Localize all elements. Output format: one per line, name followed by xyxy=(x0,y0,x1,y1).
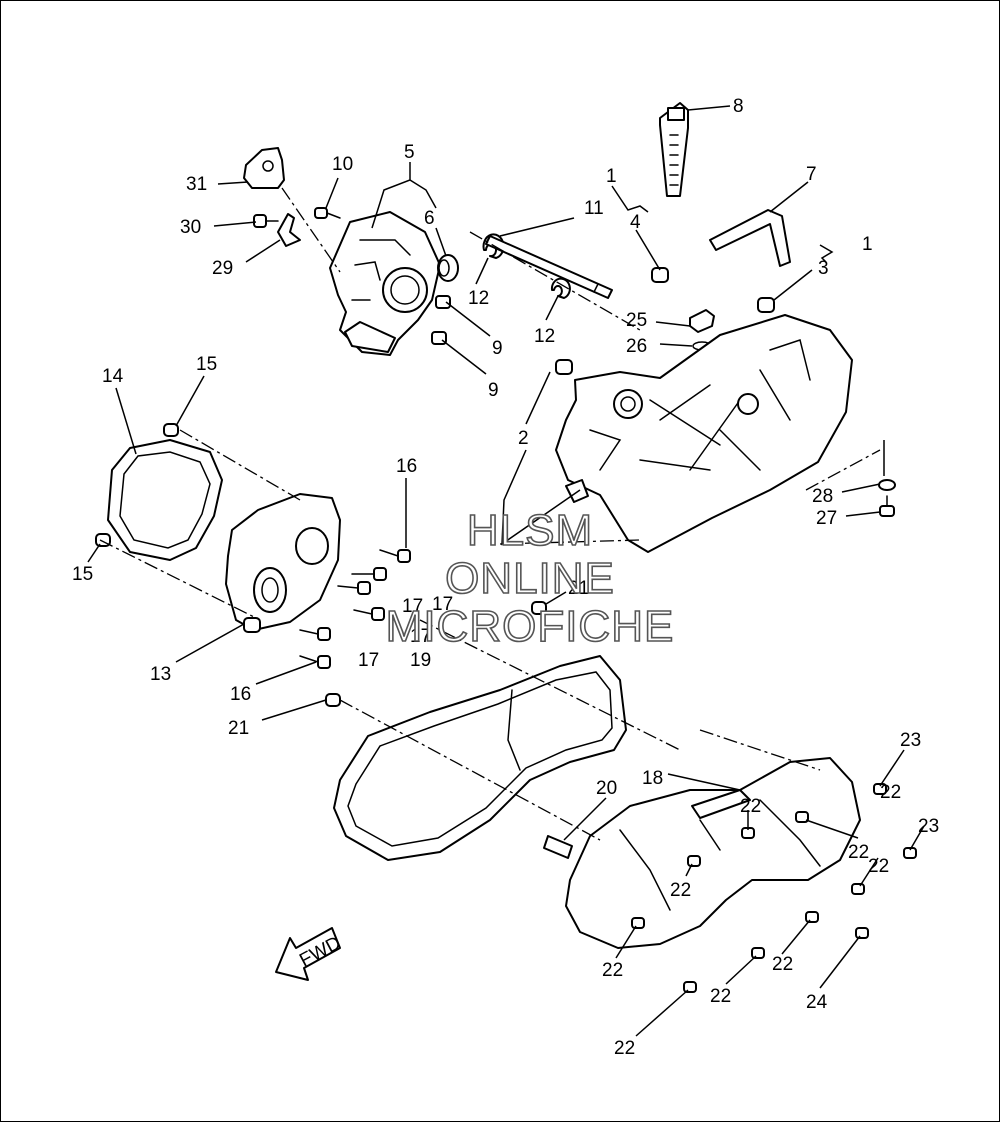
callout-13: 13 xyxy=(150,664,171,685)
callout-15: 15 xyxy=(72,564,93,585)
part-5-housing xyxy=(329,211,441,356)
callout-22: 22 xyxy=(880,782,901,803)
callout-16: 16 xyxy=(230,684,251,705)
callout-24: 24 xyxy=(806,992,828,1013)
part-19-gasket xyxy=(333,655,627,861)
part-22-23-bolts xyxy=(631,783,917,993)
part-31-plate xyxy=(243,147,285,189)
callout-3: 3 xyxy=(818,258,829,279)
part-21-dowel-b xyxy=(531,601,547,615)
part-17-bolt-a xyxy=(351,567,387,581)
callout-17: 17 xyxy=(402,596,423,617)
part-30-bolt xyxy=(253,214,279,228)
callout-8: 8 xyxy=(733,96,744,117)
part-29-clip xyxy=(277,213,301,247)
part-16-bolt-a xyxy=(379,549,411,563)
callout-21: 21 xyxy=(228,718,249,739)
callout-1: 1 xyxy=(862,234,873,255)
part-11-shaft xyxy=(485,235,613,299)
part-17-bolt-c xyxy=(353,607,385,621)
callout-4: 4 xyxy=(630,212,641,233)
callout-15: 15 xyxy=(196,354,217,375)
part-6-bearing xyxy=(437,254,459,282)
callout-22: 22 xyxy=(848,842,869,863)
callout-26: 26 xyxy=(626,336,647,357)
callout-28: 28 xyxy=(812,486,833,507)
callout-labels: 8 7 1 4 1 3 31 10 5 6 11 30 29 12 12 9 9… xyxy=(72,96,939,1059)
callout-23: 23 xyxy=(900,730,921,751)
callout-22: 22 xyxy=(772,954,793,975)
part-16-bolt-b xyxy=(299,655,331,669)
callout-23: 23 xyxy=(918,816,939,837)
callout-22: 22 xyxy=(614,1038,635,1059)
callout-2: 2 xyxy=(518,428,529,449)
callout-18: 18 xyxy=(642,768,663,789)
part-27-bolt xyxy=(879,495,895,517)
callout-30: 30 xyxy=(180,217,201,238)
watermark-line-3: MICROFICHE xyxy=(385,601,675,652)
callout-14: 14 xyxy=(102,366,124,387)
part-17-bolt-b xyxy=(337,581,371,595)
callout-17: 17 xyxy=(432,594,453,615)
part-9-bush-a xyxy=(435,295,451,309)
callout-21: 21 xyxy=(568,578,589,599)
part-4-dowel xyxy=(651,267,669,283)
alignment-lines xyxy=(99,187,881,841)
callout-5: 5 xyxy=(404,142,415,163)
part-10-bolt xyxy=(314,207,341,219)
callout-17: 17 xyxy=(358,650,379,671)
callout-6: 6 xyxy=(424,208,435,229)
part-7-hose xyxy=(709,209,791,267)
callout-29: 29 xyxy=(212,258,233,279)
callout-7: 7 xyxy=(806,164,817,185)
fwd-arrow: FWD xyxy=(275,927,344,981)
part-24-outer-cover xyxy=(565,757,861,949)
callout-27: 27 xyxy=(816,508,837,529)
callout-11: 11 xyxy=(584,198,604,219)
callout-25: 25 xyxy=(626,310,647,331)
watermark-line-2: ONLINE xyxy=(444,553,615,604)
callout-10: 10 xyxy=(332,154,353,175)
part-15-dowel-a xyxy=(163,423,179,437)
leader-lines xyxy=(87,105,925,1037)
callout-17: 17 xyxy=(410,626,431,647)
part-28-washer xyxy=(878,479,896,491)
part-14-gasket xyxy=(107,439,223,561)
part-21-dowel-a xyxy=(325,693,341,707)
callout-12: 12 xyxy=(534,326,555,347)
part-13-cover xyxy=(225,493,341,633)
part-12-circlip-b xyxy=(550,277,571,299)
callout-9: 9 xyxy=(492,338,503,359)
callout-1: 1 xyxy=(606,166,617,187)
callout-19: 19 xyxy=(410,650,431,671)
callout-31: 31 xyxy=(186,174,207,195)
callout-12: 12 xyxy=(468,288,489,309)
callout-22: 22 xyxy=(710,986,731,1007)
part-17-bolt-d xyxy=(299,627,331,641)
callout-22: 22 xyxy=(868,856,889,877)
part-3-dowel xyxy=(757,297,775,313)
callout-16: 16 xyxy=(396,456,417,477)
callout-9: 9 xyxy=(488,380,499,401)
callout-20: 20 xyxy=(596,778,617,799)
part-8-cable-tie xyxy=(659,102,689,197)
callout-22: 22 xyxy=(740,796,761,817)
watermark-line-1: HLSM xyxy=(466,505,594,556)
part-20-dowel xyxy=(543,835,573,859)
callout-22: 22 xyxy=(602,960,623,981)
callout-22: 22 xyxy=(670,880,691,901)
part-2-crankcase xyxy=(555,314,853,553)
part-25-plug xyxy=(689,309,715,333)
part-18-plate xyxy=(691,789,751,819)
